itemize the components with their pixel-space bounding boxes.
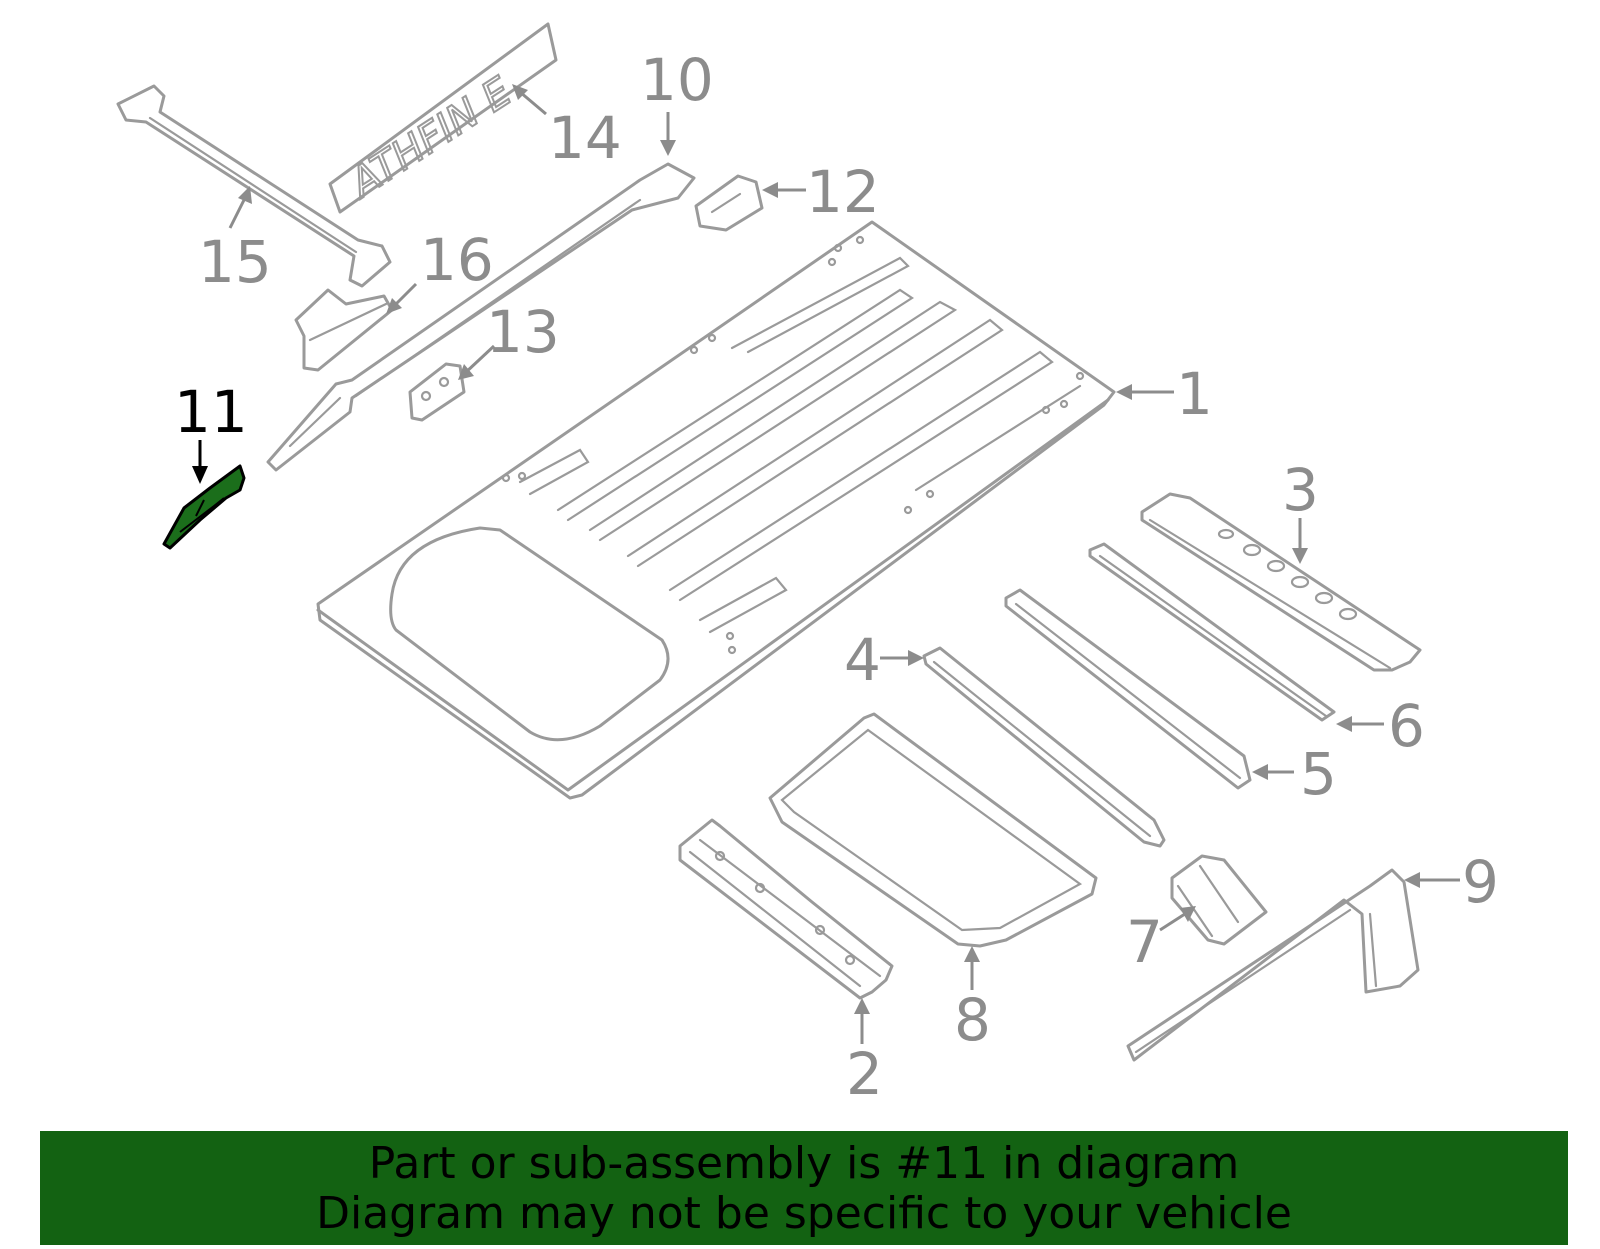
- part-1-roof-panel[interactable]: [316, 220, 1116, 800]
- svg-text:8: 8: [954, 986, 991, 1054]
- callout-16: 16: [386, 226, 494, 314]
- callout-13: 13: [458, 298, 560, 380]
- part-3-bow[interactable]: [1140, 492, 1422, 672]
- svg-text:1: 1: [1176, 360, 1213, 428]
- svg-text:4: 4: [844, 626, 881, 694]
- part-5-bow[interactable]: [1004, 588, 1252, 790]
- part-7-bracket[interactable]: [1170, 854, 1268, 946]
- part-14-badge[interactable]: ATHFIN E: [328, 22, 558, 214]
- svg-text:16: 16: [420, 226, 494, 294]
- part-9-rail[interactable]: [1126, 868, 1420, 1062]
- callout-2: 2: [846, 998, 883, 1108]
- callout-1: 1: [1116, 360, 1213, 428]
- part-15-crossbar[interactable]: [116, 84, 392, 288]
- svg-text:12: 12: [806, 158, 880, 226]
- svg-text:7: 7: [1126, 908, 1163, 976]
- part-12-bracket[interactable]: [694, 174, 764, 232]
- callout-8: 8: [954, 946, 991, 1054]
- callout-11: 11: [174, 378, 248, 484]
- callout-7: 7: [1126, 906, 1196, 976]
- badge-text: ATHFIN E: [340, 68, 521, 208]
- part-2-rail[interactable]: [678, 818, 894, 1000]
- svg-text:9: 9: [1462, 848, 1499, 916]
- svg-text:15: 15: [198, 228, 272, 296]
- banner-line-1: Part or sub-assembly is #11 in diagram: [368, 1138, 1240, 1189]
- svg-text:2: 2: [846, 1040, 883, 1108]
- part-4-bow[interactable]: [922, 646, 1166, 848]
- banner-line-2: Diagram may not be specific to your vehi…: [316, 1188, 1292, 1239]
- callout-12: 12: [762, 158, 880, 226]
- callout-9: 9: [1404, 848, 1499, 916]
- callout-6: 6: [1336, 692, 1425, 760]
- svg-text:5: 5: [1300, 740, 1337, 808]
- part-6-bow[interactable]: [1088, 542, 1336, 722]
- svg-text:3: 3: [1282, 456, 1319, 524]
- part-11-highlighted[interactable]: [162, 464, 246, 550]
- callout-3: 3: [1282, 456, 1319, 564]
- part-13-bracket[interactable]: [408, 362, 466, 422]
- callout-14: 14: [512, 84, 622, 172]
- svg-text:13: 13: [486, 298, 560, 366]
- callout-15: 15: [198, 186, 272, 296]
- callout-4: 4: [844, 626, 924, 694]
- info-banner: Part or sub-assembly is #11 in diagram D…: [40, 1131, 1568, 1245]
- svg-text:10: 10: [640, 46, 714, 114]
- callout-5: 5: [1252, 740, 1337, 808]
- part-16-bracket[interactable]: [294, 288, 394, 372]
- callout-10: 10: [640, 46, 714, 156]
- part-10-rail[interactable]: [266, 162, 696, 472]
- part-8-frame[interactable]: [768, 712, 1098, 948]
- svg-text:11: 11: [174, 378, 248, 446]
- svg-text:14: 14: [548, 104, 622, 172]
- svg-text:6: 6: [1388, 692, 1425, 760]
